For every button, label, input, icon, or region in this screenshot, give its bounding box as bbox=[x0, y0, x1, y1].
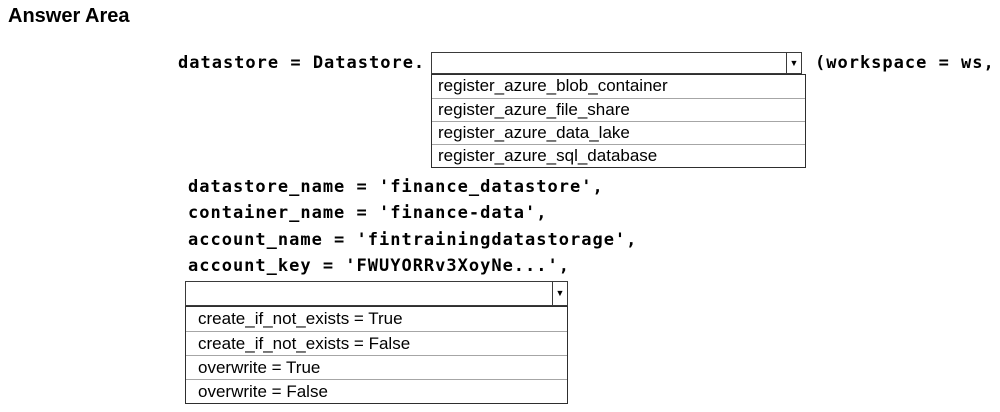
code-line-container-name: container_name = 'finance-data', bbox=[188, 203, 548, 223]
argument-options-list: create_if_not_exists = True create_if_no… bbox=[185, 306, 568, 404]
option-register-azure-data-lake[interactable]: register_azure_data_lake bbox=[432, 121, 805, 144]
option-create-if-not-exists-false[interactable]: create_if_not_exists = False bbox=[186, 331, 567, 355]
option-register-azure-file-share[interactable]: register_azure_file_share bbox=[432, 98, 805, 121]
page-title: Answer Area bbox=[8, 5, 130, 27]
argument-dropdown[interactable]: ▼ bbox=[185, 281, 568, 306]
code-line-datastore-name: datastore_name = 'finance_datastore', bbox=[188, 177, 604, 197]
chevron-down-icon[interactable]: ▼ bbox=[786, 53, 801, 73]
code-line-account-key: account_key = 'FWUYORRv3XoyNe...', bbox=[188, 256, 570, 276]
method-options-list: register_azure_blob_container register_a… bbox=[431, 74, 806, 168]
option-overwrite-false[interactable]: overwrite = False bbox=[186, 379, 567, 403]
argument-dropdown-value bbox=[186, 282, 552, 305]
code-line-workspace-suffix: (workspace = ws, bbox=[815, 53, 995, 73]
chevron-down-icon[interactable]: ▼ bbox=[552, 282, 567, 305]
method-dropdown[interactable]: ▼ bbox=[431, 52, 802, 74]
code-line-datastore-prefix: datastore = Datastore. bbox=[178, 53, 426, 73]
option-create-if-not-exists-true[interactable]: create_if_not_exists = True bbox=[198, 309, 403, 328]
option-register-azure-blob-container[interactable]: register_azure_blob_container bbox=[438, 76, 668, 95]
option-overwrite-true[interactable]: overwrite = True bbox=[186, 355, 567, 379]
option-register-azure-sql-database[interactable]: register_azure_sql_database bbox=[432, 144, 805, 167]
method-dropdown-value bbox=[432, 53, 786, 73]
code-line-account-name: account_name = 'fintrainingdatastorage', bbox=[188, 230, 638, 250]
